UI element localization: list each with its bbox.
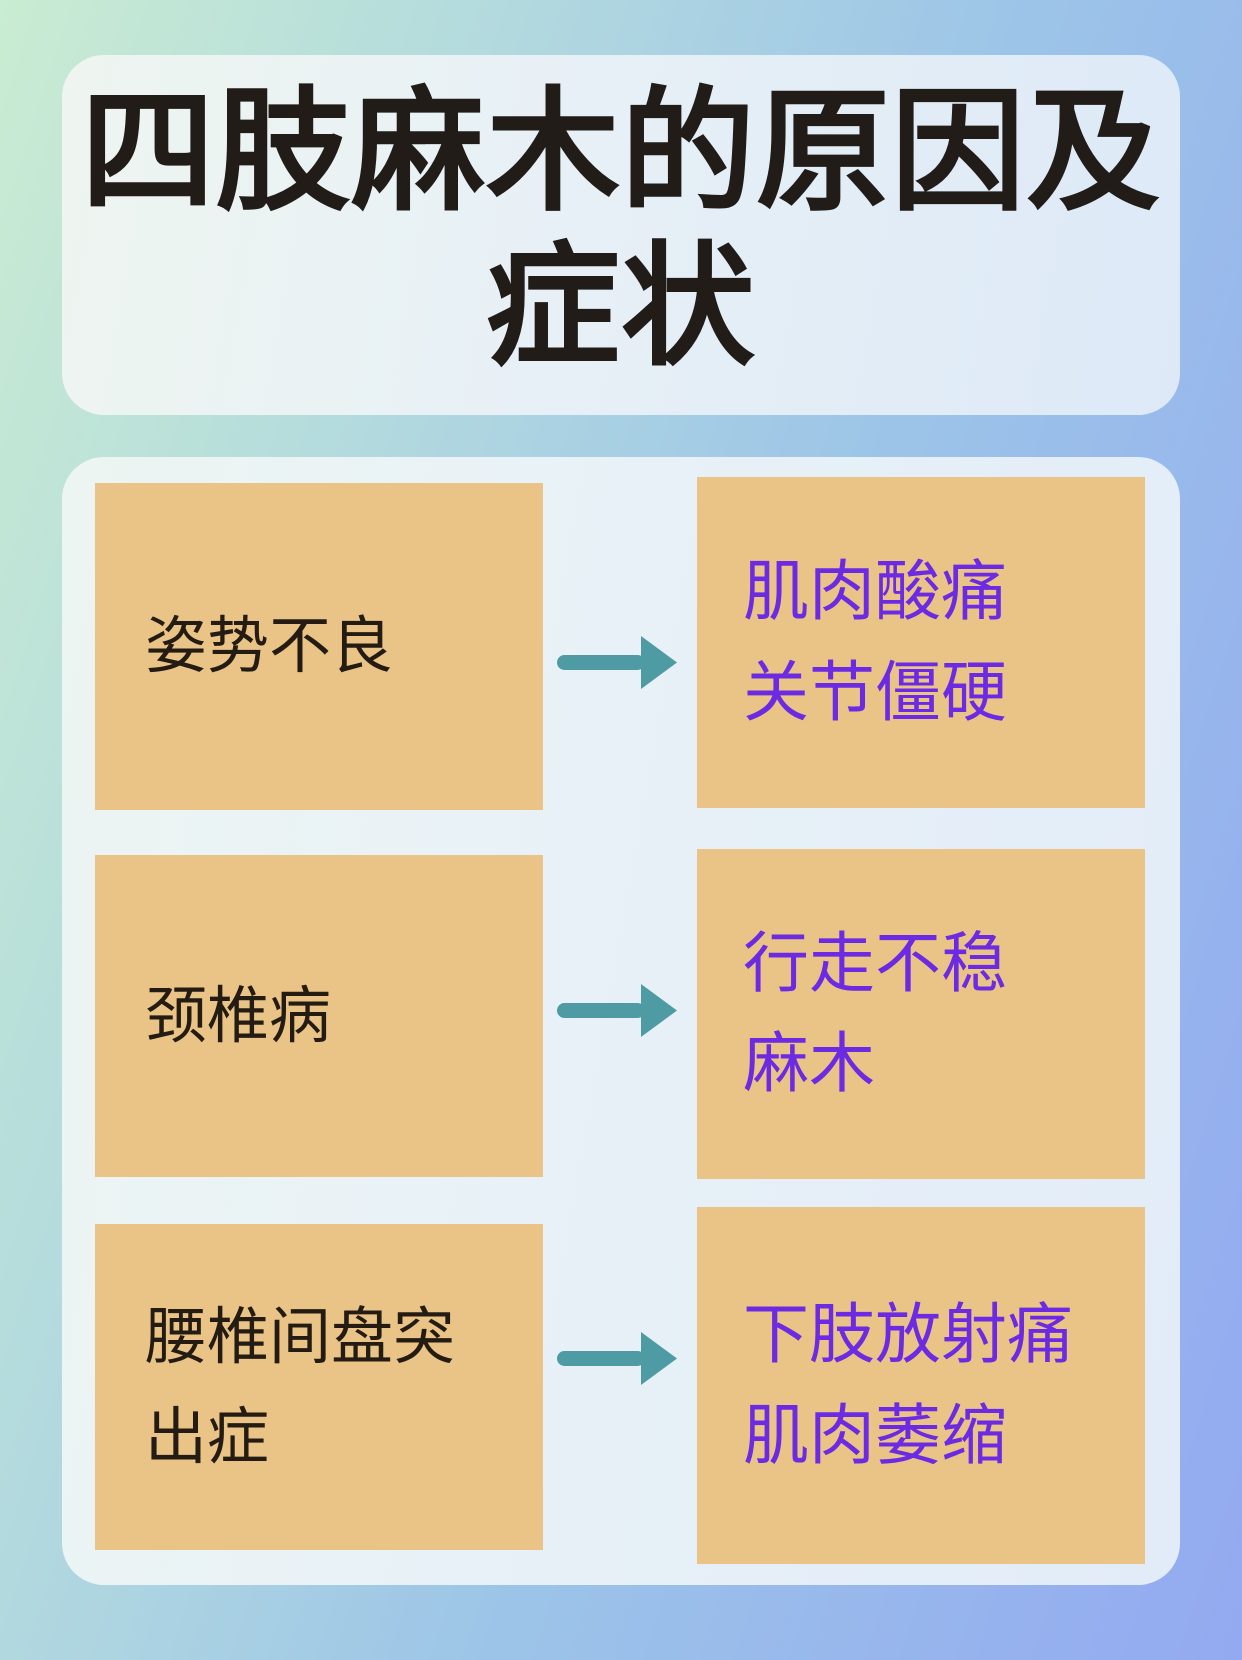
cause-label: 姿势不良 <box>145 609 394 683</box>
page-title: 四肢麻木的原因及 症状 <box>62 55 1180 386</box>
cause-label: 颈椎病 <box>145 978 332 1052</box>
symptom-line: 麻木 <box>743 1025 875 1102</box>
arrow-right-icon <box>557 636 677 689</box>
cause-label: 腰椎间盘突出症 <box>145 1299 456 1473</box>
symptom-line: 行走不稳 <box>743 924 1007 1002</box>
arrow-right-icon <box>557 984 677 1037</box>
symptom-box-posture: 肌肉酸痛 关节僵硬 <box>697 477 1145 808</box>
title-card: 四肢麻木的原因及 症状 <box>62 55 1180 415</box>
symptom-line: 肌肉酸痛 <box>743 553 1007 631</box>
page-title-line-1: 四肢麻木的原因及 <box>80 74 1161 230</box>
cause-box-lumbar-disc-herniation: 腰椎间盘突出症 <box>95 1224 543 1550</box>
symptom-box-lumbar-disc-herniation: 下肢放射痛 肌肉萎缩 <box>697 1207 1145 1564</box>
arrow-right-icon <box>557 1332 677 1385</box>
content-card: 姿势不良 肌肉酸痛 关节僵硬 颈椎病 行走不稳 麻木 腰椎间盘突出症 <box>62 457 1180 1585</box>
page-title-line-2: 症状 <box>485 229 756 386</box>
symptom-line: 肌肉萎缩 <box>743 1396 1007 1474</box>
cause-box-posture: 姿势不良 <box>95 483 543 810</box>
symptom-line: 下肢放射痛 <box>743 1296 1073 1374</box>
cause-box-cervical-spondylosis: 颈椎病 <box>95 855 543 1177</box>
symptom-line: 关节僵硬 <box>743 653 1007 731</box>
symptom-box-cervical-spondylosis: 行走不稳 麻木 <box>697 849 1145 1179</box>
